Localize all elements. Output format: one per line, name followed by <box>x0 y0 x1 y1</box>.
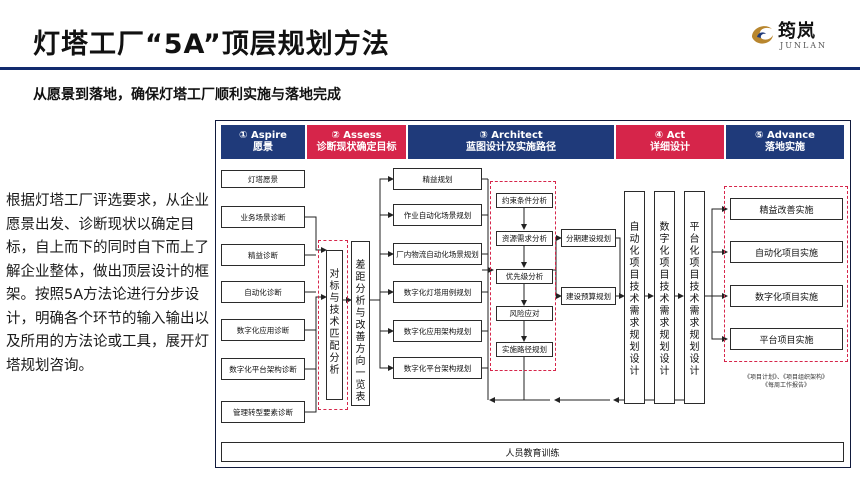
logo-text-cn: 筠岚 <box>778 21 816 42</box>
page-title: 灯塔工厂“5A”顶层规划方法 <box>33 29 390 60</box>
col4-item: 厂内物流自动化场景规划 <box>393 243 482 265</box>
col1-item: 精益诊断 <box>221 244 305 266</box>
col6-item: 建设预算规划 <box>561 287 616 305</box>
col4-item: 数字化灯塔用例规划 <box>393 281 482 303</box>
col7-item-platform: 平台化项目技术需求规划设计 <box>684 191 705 404</box>
col8-item: 自动化项目实施 <box>730 241 843 263</box>
col7-item-automation: 自动化项目技术需求规划设计 <box>624 191 645 404</box>
col1-item: 管理转型要素诊断 <box>221 401 305 423</box>
description-text: 根据灯塔工厂评选要求，从企业愿景出发、诊断现状以确定目标，自上而下的同时自下而上… <box>6 193 209 374</box>
page-subtitle: 从愿景到落地，确保灯塔工厂顺利实施与落地完成 <box>33 87 341 103</box>
col8-item: 平台项目实施 <box>730 328 843 350</box>
col8-dashed-frame <box>724 186 848 362</box>
deliverables-note: 《项目计划》、《项目组织架构》《每周工作报告》 <box>743 374 828 389</box>
col5-dashed-frame <box>490 181 556 371</box>
col8-item: 精益改善实施 <box>730 198 843 220</box>
brand-logo: 筠岚 JUNLAN <box>748 15 846 55</box>
col5-item: 约束条件分析 <box>496 193 553 208</box>
col2-dashed-frame <box>318 240 348 410</box>
diagram-frame <box>215 120 851 468</box>
col1-item: 自动化诊断 <box>221 281 305 303</box>
col5-item: 优先级分析 <box>496 269 553 284</box>
logo-swirl-icon <box>752 26 773 44</box>
col8-item: 数字化项目实施 <box>730 285 843 307</box>
col2-box: 对标与技术匹配分析 <box>326 250 343 400</box>
training-bar: 人员教育训练 <box>221 442 844 462</box>
col5-item: 风险应对 <box>496 306 553 321</box>
col5-item: 实施路径规划 <box>496 342 553 357</box>
col4-item: 数字化平台架构规划 <box>393 357 482 379</box>
col1-item: 数字化平台架构诊断 <box>221 358 305 380</box>
logo-text-en: JUNLAN <box>780 41 828 50</box>
col4-item: 数字化应用架构规划 <box>393 320 482 342</box>
col1-item: 业务场景诊断 <box>221 206 305 228</box>
title-divider <box>0 67 860 70</box>
col7-item-digital: 数字化项目技术需求规划设计 <box>654 191 675 404</box>
col6-item: 分期建设规划 <box>561 229 616 247</box>
col3-box: 差距分析与改善方向一览表 <box>351 241 370 406</box>
col5-item: 资源需求分析 <box>496 231 553 246</box>
col4-item: 精益规划 <box>393 168 482 190</box>
col1-item: 数字化应用诊断 <box>221 319 305 341</box>
col1-item: 灯塔愿景 <box>221 170 305 188</box>
col4-item: 作业自动化场景规划 <box>393 204 482 226</box>
